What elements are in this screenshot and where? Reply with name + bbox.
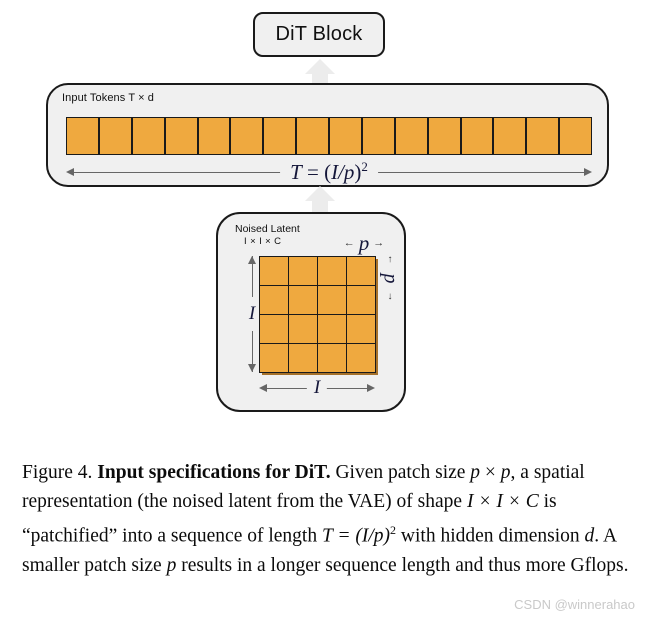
token-cell bbox=[131, 117, 165, 155]
patch-cell bbox=[287, 255, 318, 286]
token-sequence bbox=[66, 117, 592, 155]
latent-height-label: I bbox=[248, 297, 256, 331]
latent-width-label: I bbox=[306, 377, 328, 399]
arrow-down-icon: ↓ bbox=[387, 290, 393, 302]
patch-cell bbox=[258, 342, 289, 373]
caption-math-p1: p bbox=[470, 462, 481, 483]
patch-cell bbox=[258, 313, 289, 344]
arrow-up-icon: ↑ bbox=[387, 253, 393, 265]
formula-body: I/p bbox=[331, 160, 355, 184]
formula-exponent: 2 bbox=[361, 159, 368, 174]
patch-cell bbox=[287, 342, 318, 373]
token-cell bbox=[98, 117, 132, 155]
caption-body-2: , a spatial representation (the noised l… bbox=[22, 462, 585, 512]
patch-size-right-label: p bbox=[379, 273, 402, 283]
sequence-length-measure: T = (I/p)2 bbox=[66, 159, 592, 185]
patch-cell bbox=[345, 255, 376, 286]
token-cell bbox=[197, 117, 231, 155]
patch-cell bbox=[258, 284, 289, 315]
latent-width-measure: I bbox=[259, 377, 375, 399]
token-cell bbox=[460, 117, 494, 155]
patch-size-right-measure: ↑ p ↓ bbox=[378, 254, 402, 302]
caption-math-T: T = (I/p) bbox=[321, 525, 391, 547]
token-cell bbox=[329, 117, 362, 155]
token-cell bbox=[66, 117, 99, 155]
csdn-watermark: CSDN @winnerahao bbox=[514, 597, 635, 612]
latent-patch-grid bbox=[258, 255, 376, 373]
dit-block-label: DiT Block bbox=[275, 23, 363, 45]
patch-size-top-label: p bbox=[358, 230, 370, 255]
formula-eq: = bbox=[301, 160, 325, 184]
figure-caption: Figure 4. Input specifications for DiT. … bbox=[22, 458, 630, 580]
dit-block-node: DiT Block bbox=[253, 12, 385, 57]
caption-bold-title: Input specifications for DiT. bbox=[97, 462, 331, 483]
patch-size-top-measure: ← p → bbox=[338, 230, 390, 255]
token-cell bbox=[361, 117, 395, 155]
token-cell bbox=[559, 117, 592, 155]
caption-math-d: d bbox=[584, 525, 595, 547]
caption-math-p3: p bbox=[166, 554, 177, 576]
patch-cell bbox=[316, 284, 347, 315]
caption-body-6: results in a longer sequence length and … bbox=[176, 554, 629, 576]
patch-cell bbox=[258, 255, 289, 286]
patch-cell bbox=[345, 284, 376, 315]
patch-cell bbox=[345, 342, 376, 373]
patch-cell bbox=[287, 313, 318, 344]
noised-latent-panel: Noised Latent I × I × C ← p → ↑ p ↓ I bbox=[216, 212, 406, 412]
arrow-left-icon: ← bbox=[343, 237, 355, 249]
token-cell bbox=[296, 117, 329, 155]
token-cell bbox=[427, 117, 461, 155]
caption-math-p2: p bbox=[500, 462, 511, 483]
patch-cell bbox=[287, 284, 318, 315]
patch-cell bbox=[316, 255, 347, 286]
token-cell bbox=[526, 117, 560, 155]
caption-body-3: is “patchified” into a sequence of lengt… bbox=[22, 491, 557, 547]
token-cell bbox=[394, 117, 428, 155]
caption-times-1: × bbox=[480, 462, 501, 483]
caption-figure-number: Figure 4. bbox=[22, 462, 93, 483]
latent-height-measure: I bbox=[244, 256, 260, 372]
patch-cell bbox=[316, 342, 347, 373]
formula-lhs: T bbox=[290, 160, 302, 184]
formula-paren-close: ) bbox=[354, 160, 362, 184]
caption-body-5: . A smaller patch size bbox=[22, 525, 616, 576]
input-tokens-label: Input Tokens T × d bbox=[62, 92, 155, 104]
formula-paren-open: ( bbox=[324, 160, 332, 184]
noised-latent-title: Noised Latent bbox=[235, 223, 300, 235]
patch-cell bbox=[316, 313, 347, 344]
input-tokens-panel: Input Tokens T × d T = (I/p)2 bbox=[46, 83, 609, 187]
patch-cell bbox=[345, 313, 376, 344]
caption-math-shape: I × I × C bbox=[466, 491, 539, 512]
caption-math-T-exponent: 2 bbox=[390, 523, 397, 537]
arrow-right-icon: → bbox=[373, 237, 385, 249]
caption-body-4: with hidden dimension bbox=[396, 525, 585, 547]
token-cell bbox=[230, 117, 264, 155]
token-cell bbox=[493, 117, 527, 155]
sequence-length-formula: T = (I/p)2 bbox=[280, 159, 378, 185]
noised-latent-shape: I × I × C bbox=[244, 236, 282, 247]
caption-body-1: Given patch size bbox=[330, 462, 471, 483]
token-cell bbox=[164, 117, 198, 155]
token-cell bbox=[263, 117, 297, 155]
